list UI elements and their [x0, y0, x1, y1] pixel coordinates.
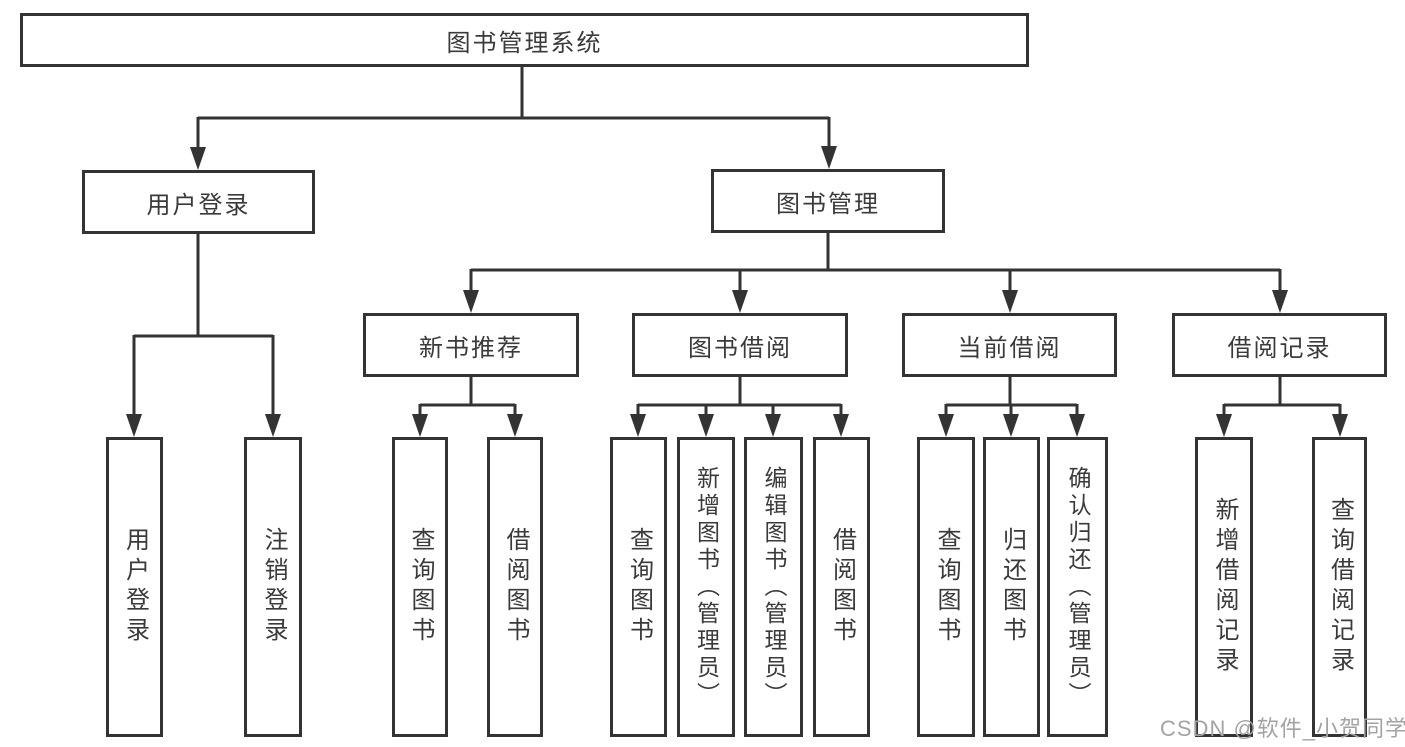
node-leaf-add-borrow-record: 新增借阅记录: [1195, 437, 1253, 737]
node-leaf-query-books-recommend: 查询图书: [392, 437, 448, 737]
node-new-book-recommend-label: 新书推荐: [419, 334, 523, 362]
node-user-login: 用户登录: [82, 170, 315, 234]
node-leaf-add-borrow-record-label: 新增借阅记录: [1211, 497, 1238, 677]
node-borrow-records: 借阅记录: [1172, 313, 1387, 377]
node-book-management: 图书管理: [711, 169, 945, 233]
node-system-root-label: 图书管理系统: [446, 29, 603, 57]
node-leaf-query-borrow-record-label: 查询借阅记录: [1326, 497, 1354, 677]
node-leaf-edit-books-admin-label: 编辑图书（管理员）: [761, 465, 787, 709]
node-leaf-confirm-return-admin: 确认归还（管理员）: [1047, 437, 1108, 737]
connector-root-to-level2: [196, 67, 831, 150]
node-book-management-label: 图书管理: [776, 190, 880, 218]
node-leaf-borrow-books-recommend-label: 借阅图书: [502, 527, 529, 647]
node-leaf-borrow-books: 借阅图书: [813, 437, 870, 737]
node-leaf-add-books-admin-label: 新增图书（管理员）: [693, 465, 720, 709]
node-leaf-return-books: 归还图书: [983, 437, 1040, 737]
node-leaf-query-books-borrow: 查询图书: [610, 437, 667, 737]
arrowheads: [126, 146, 1348, 437]
connector-current-children: [944, 377, 1079, 417]
node-leaf-edit-books-admin: 编辑图书（管理员）: [744, 437, 803, 737]
node-leaf-borrow-books-label: 借阅图书: [828, 527, 856, 647]
node-new-book-recommend: 新书推荐: [363, 313, 579, 377]
connector-records-children: [1222, 377, 1342, 417]
node-leaf-logout-label: 注销登录: [260, 527, 287, 647]
connector-management-children: [469, 233, 1282, 293]
node-system-root: 图书管理系统: [20, 13, 1029, 67]
node-leaf-query-books-recommend-label: 查询图书: [407, 527, 434, 647]
csdn-watermark: CSDN @软件_小贺同学: [1160, 716, 1405, 741]
node-leaf-query-borrow-record: 查询借阅记录: [1312, 437, 1367, 737]
node-leaf-borrow-books-recommend: 借阅图书: [487, 437, 543, 737]
node-current-borrow: 当前借阅: [902, 313, 1117, 377]
node-leaf-query-books-borrow-label: 查询图书: [625, 527, 653, 647]
connector-borrow-children: [636, 377, 843, 417]
connector-recommend-children: [418, 377, 517, 417]
node-user-login-label: 用户登录: [146, 191, 251, 219]
node-book-borrow-label: 图书借阅: [688, 334, 792, 362]
node-current-borrow-label: 当前借阅: [957, 334, 1062, 362]
node-leaf-add-books-admin: 新增图书（管理员）: [677, 437, 735, 737]
node-leaf-query-books-current: 查询图书: [917, 437, 975, 737]
node-leaf-user-login: 用户登录: [106, 437, 163, 737]
node-book-borrow: 图书借阅: [632, 313, 848, 377]
node-leaf-logout: 注销登录: [244, 437, 302, 737]
node-borrow-records-label: 借阅记录: [1227, 334, 1332, 362]
node-leaf-return-books-label: 归还图书: [998, 527, 1026, 647]
node-leaf-user-login-label: 用户登录: [121, 527, 149, 647]
connector-login-children: [132, 234, 275, 417]
node-leaf-confirm-return-admin-label: 确认归还（管理员）: [1065, 465, 1091, 709]
node-leaf-query-books-current-label: 查询图书: [933, 527, 960, 647]
